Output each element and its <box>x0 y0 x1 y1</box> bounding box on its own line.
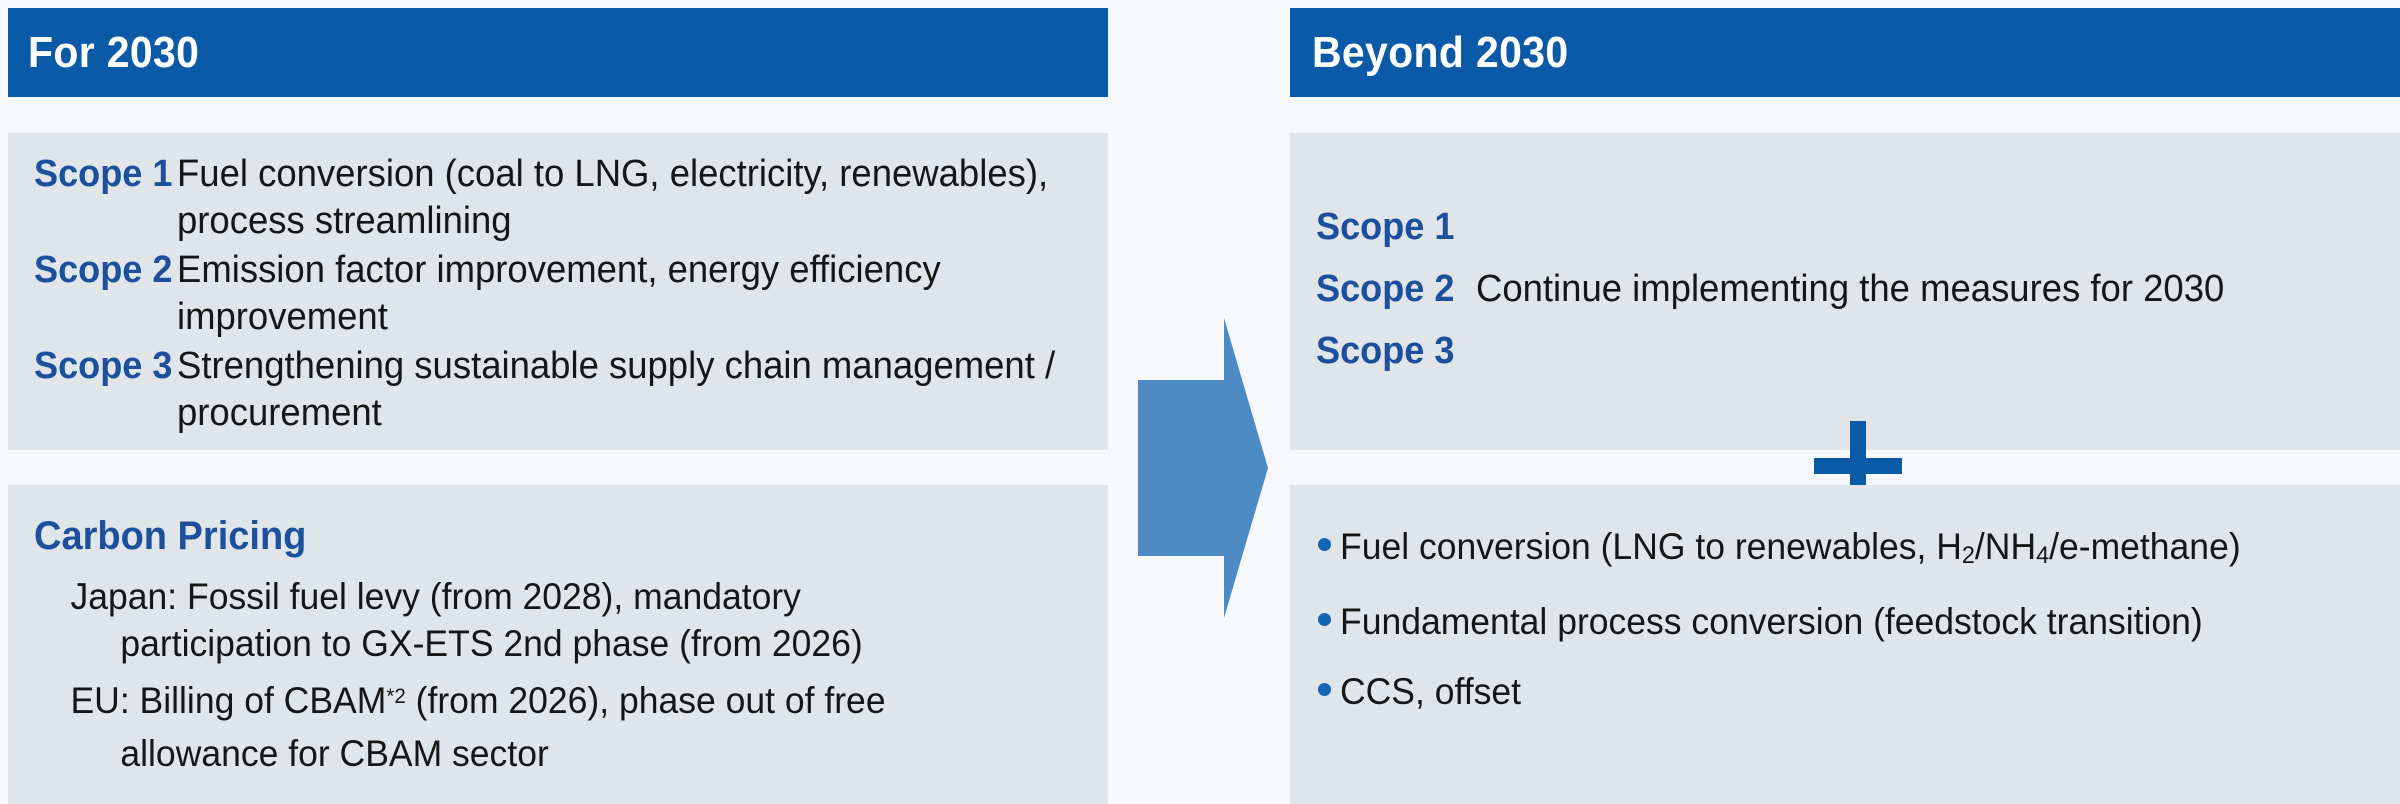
scope-row: Scope 2 Continue implementing the measur… <box>1316 263 2380 315</box>
japan-line-2: participation to GX-ETS 2nd phase (from … <box>120 623 863 664</box>
scope-2-label: Scope 2 <box>34 249 173 291</box>
scope-row: Scope 2 Emission factor improvement, ene… <box>34 247 1094 341</box>
scope-list-beyond-2030: Scope 1 Scope 2 Continue implementing th… <box>1316 201 2380 387</box>
bullet-1-prefix: Fuel conversion (LNG to renewables, H <box>1340 526 1962 567</box>
beyond-scope-2-text: Continue implementing the measures for 2… <box>1476 268 2225 310</box>
scope-list-2030: Scope 1 Fuel conversion (coal to LNG, el… <box>34 151 1094 439</box>
future-measures-bullet-list: Fuel conversion (LNG to renewables, H2/N… <box>1318 525 2384 740</box>
scope-2-text: Emission factor improvement, energy effi… <box>177 249 941 338</box>
scope-row: Scope 1 <box>1316 201 2380 253</box>
bullet-text-ccs-offset: CCS, offset <box>1340 671 1521 712</box>
carbon-pricing-title: Carbon Pricing <box>34 514 307 558</box>
bullet-1-sub-nh4: 4 <box>2036 542 2050 570</box>
beyond-scope-3-label: Scope 3 <box>1316 330 1455 372</box>
eu-line-1-prefix: EU: Billing of CBAM <box>70 680 387 721</box>
eu-footnote-marker: *2 <box>386 683 406 708</box>
bullet-1-mid: /NH <box>1974 526 2037 567</box>
list-item: CCS, offset <box>1318 670 2384 714</box>
bullet-text-fuel-conversion: Fuel conversion (LNG to renewables, H2/N… <box>1340 525 2241 574</box>
scope-row: Scope 1 Fuel conversion (coal to LNG, el… <box>34 151 1094 245</box>
scope-3-label: Scope 3 <box>34 345 173 387</box>
beyond-scope-2-label: Scope 2 <box>1316 268 1455 310</box>
scope-row: Scope 3 Strengthening sustainable supply… <box>34 343 1094 437</box>
left-column-header: For 2030 <box>8 8 1108 97</box>
carbon-pricing-content: Carbon Pricing Japan: Fossil fuel levy (… <box>34 511 1088 787</box>
bullet-dot-icon <box>1318 613 1331 626</box>
carbon-pricing-item-eu: EU: Billing of CBAM*2 (from 2026), phase… <box>34 677 1046 777</box>
eu-line-1-suffix: (from 2026), phase out of free <box>405 680 886 721</box>
scope-row: Scope 3 <box>1316 325 2380 377</box>
scope-1-label: Scope 1 <box>34 153 173 195</box>
bullet-dot-icon <box>1318 683 1331 696</box>
future-measures-panel: Fuel conversion (LNG to renewables, H2/N… <box>1290 485 2400 804</box>
bullet-text-process-conversion: Fundamental process conversion (feedstoc… <box>1340 601 2203 642</box>
carbon-pricing-panel: Carbon Pricing Japan: Fossil fuel levy (… <box>8 485 1108 804</box>
carbon-pricing-item-japan: Japan: Fossil fuel levy (from 2028), man… <box>34 573 1046 667</box>
beyond-2030-scopes-panel: Scope 1 Scope 2 Continue implementing th… <box>1290 133 2400 450</box>
scope-3-text: Strengthening sustainable supply chain m… <box>177 345 1056 434</box>
right-column-header: Beyond 2030 <box>1290 8 2400 97</box>
bullet-1-suffix: /e-methane) <box>2049 526 2241 567</box>
eu-line-2: allowance for CBAM sector <box>120 733 549 774</box>
japan-line-1: Japan: Fossil fuel levy (from 2028), man… <box>70 576 801 617</box>
for-2030-measures-panel: Scope 1 Fuel conversion (coal to LNG, el… <box>8 133 1108 450</box>
list-item: Fundamental process conversion (feedstoc… <box>1318 600 2384 644</box>
right-header-title: Beyond 2030 <box>1312 27 1569 77</box>
bullet-dot-icon <box>1318 538 1331 551</box>
list-item: Fuel conversion (LNG to renewables, H2/N… <box>1318 525 2384 574</box>
right-block-arrow-icon <box>1138 318 1268 618</box>
bullet-1-sub-h2: 2 <box>1961 542 1975 570</box>
beyond-scope-1-label: Scope 1 <box>1316 206 1455 248</box>
left-header-title: For 2030 <box>28 27 200 77</box>
scope-1-text: Fuel conversion (coal to LNG, electricit… <box>177 153 1049 242</box>
